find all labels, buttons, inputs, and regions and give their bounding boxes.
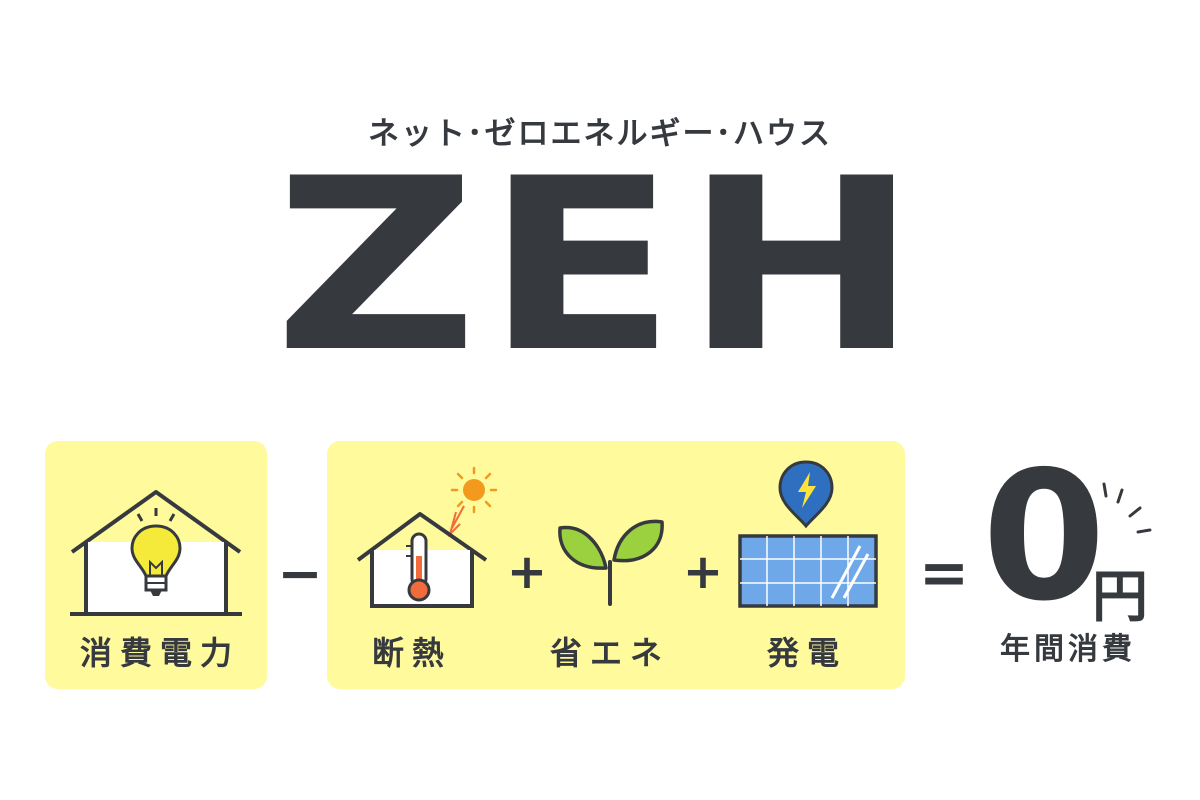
result-unit: 円	[1092, 565, 1148, 630]
house-thermometer-sun-icon	[356, 466, 498, 608]
solar-panel-lightning-icon	[738, 460, 878, 608]
page-title: ZEH	[274, 128, 926, 405]
result-label: 年間消費	[1000, 632, 1136, 667]
house-lightbulb-icon	[70, 490, 242, 616]
plus-operator: +	[506, 544, 548, 600]
subtitle: ネット･ゼロエネルギー･ハウス	[368, 116, 832, 152]
equals-operator: =	[918, 538, 970, 608]
label-power-generation: 発電	[766, 634, 847, 672]
sparkle-lines-icon	[1102, 482, 1152, 534]
label-energy-saving: 省エネ	[549, 634, 670, 672]
plus-operator-2: +	[682, 544, 724, 600]
minus-operator: −	[277, 542, 323, 605]
label-consumption: 消費電力	[79, 634, 240, 672]
result-value: 0	[982, 433, 1106, 640]
sprout-icon	[558, 519, 664, 606]
label-insulation: 断熱	[371, 634, 452, 672]
